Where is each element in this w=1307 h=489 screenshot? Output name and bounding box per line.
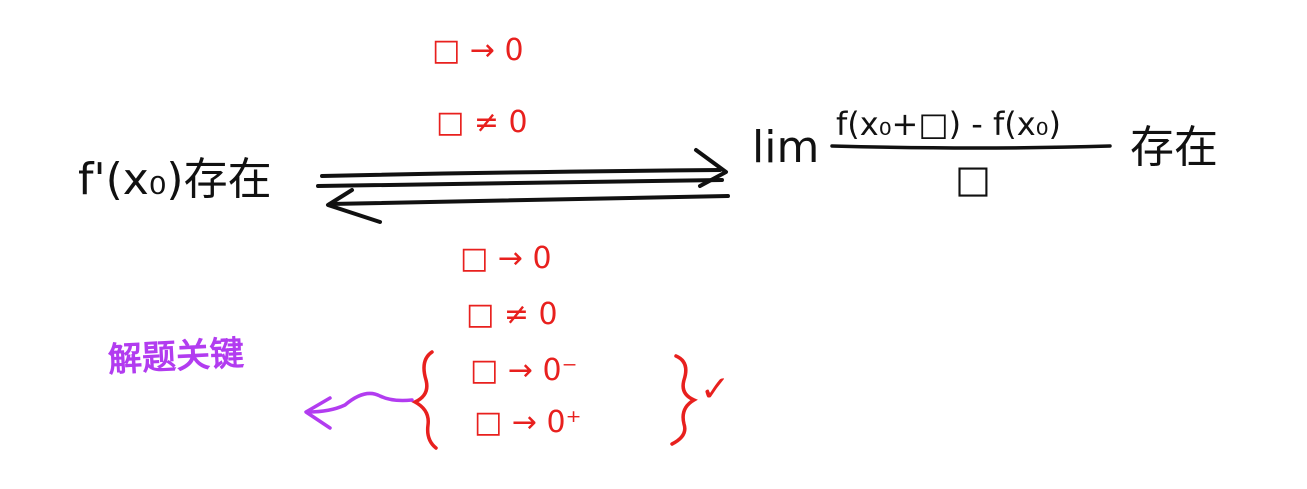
top-condition-1: □ → 0 — [432, 33, 524, 68]
left-exists-label: 存在 — [183, 154, 272, 205]
key-arrow — [306, 391, 414, 414]
right-arrow-head — [694, 148, 728, 188]
key-label: 解题关键 — [107, 333, 245, 381]
fraction-bar — [830, 144, 1112, 150]
right-arrow — [320, 168, 722, 178]
bottom-condition-4: □ → 0⁺ — [474, 405, 582, 440]
fraction-denominator: □ — [955, 157, 991, 201]
key-arrow-head — [304, 396, 332, 430]
right-brace — [670, 354, 698, 446]
left-brace — [411, 350, 438, 450]
left-arrow — [328, 194, 730, 206]
top-condition-2: □ ≠ 0 — [436, 105, 528, 140]
bottom-condition-2: □ ≠ 0 — [466, 297, 558, 332]
bottom-condition-1: □ → 0 — [460, 241, 552, 276]
right-arrow-line2 — [316, 178, 724, 188]
left-arrow-head — [326, 188, 382, 224]
derivative-expression: f'(x₀) — [78, 154, 184, 205]
left-expression: f'(x₀)存在 — [78, 158, 272, 202]
bottom-condition-3: □ → 0⁻ — [470, 353, 578, 388]
limit-label: lim — [752, 122, 820, 173]
right-exists-label: 存在 — [1130, 122, 1218, 173]
check-icon: ✓ — [700, 369, 731, 410]
fraction-numerator: f(x₀+□) - f(x₀) — [836, 105, 1061, 143]
